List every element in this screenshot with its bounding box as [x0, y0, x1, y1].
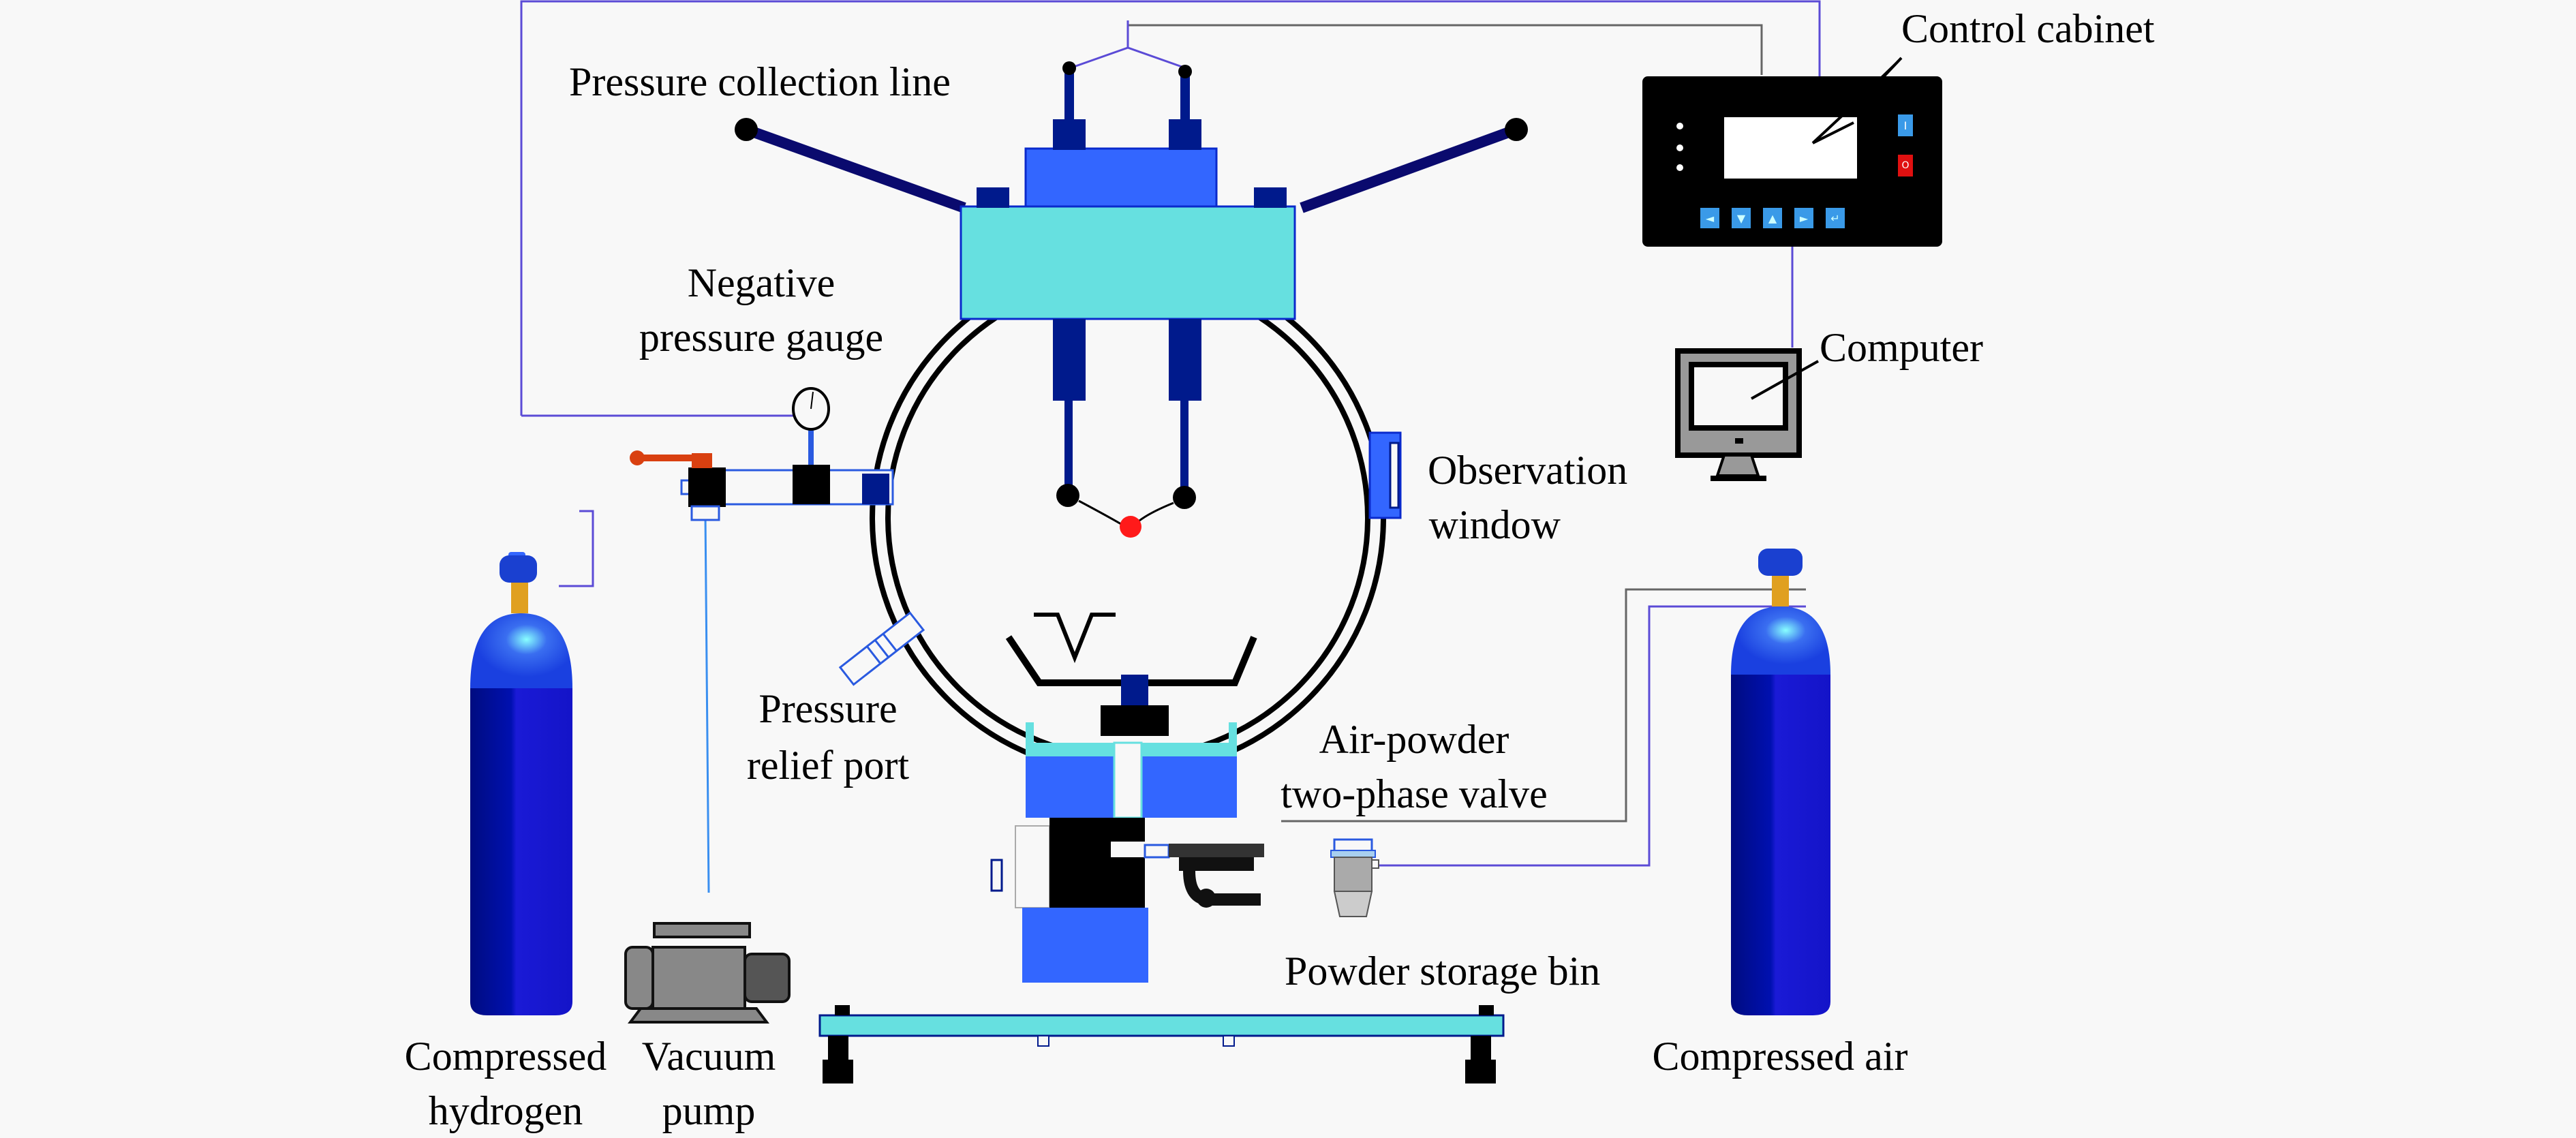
inlet-piping	[680, 465, 894, 521]
compressed-air-cylinder	[1731, 549, 1830, 1015]
pressure-relief-port	[838, 611, 925, 686]
computer-monitor	[1675, 348, 1819, 481]
power-on-button[interactable]: I	[1903, 119, 1907, 132]
ignition-point	[1120, 516, 1141, 538]
panel-button-up[interactable]: ▲	[1763, 208, 1782, 228]
base-plate	[818, 1005, 1505, 1083]
negative-pressure-gauge	[792, 387, 830, 465]
dispersion-nozzle	[1005, 613, 1257, 736]
control-panel-buttons: ◄ ▼ ▲ ► ↵	[1700, 208, 1884, 232]
ignition-electrodes	[1053, 319, 1201, 538]
panel-button-enter[interactable]: ↵	[1826, 208, 1845, 228]
air-powder-valve	[1144, 844, 1264, 908]
panel-button-left[interactable]: ◄	[1700, 208, 1719, 228]
compressed-hydrogen-cylinder	[470, 552, 572, 1015]
hydrogen-valve	[630, 450, 712, 468]
observation-window	[1368, 431, 1402, 519]
chamber-lid	[960, 61, 1296, 320]
probe-arms	[735, 118, 1528, 213]
panel-button-right[interactable]: ►	[1794, 208, 1813, 228]
signal-wires	[520, 0, 1821, 893]
powder-storage-bin	[1330, 838, 1379, 917]
vacuum-pump	[624, 922, 791, 1024]
base-column	[990, 722, 1237, 983]
panel-button-down[interactable]: ▼	[1732, 208, 1751, 228]
control-cabinet	[1642, 57, 1942, 247]
power-off-button[interactable]: O	[1901, 160, 1910, 171]
